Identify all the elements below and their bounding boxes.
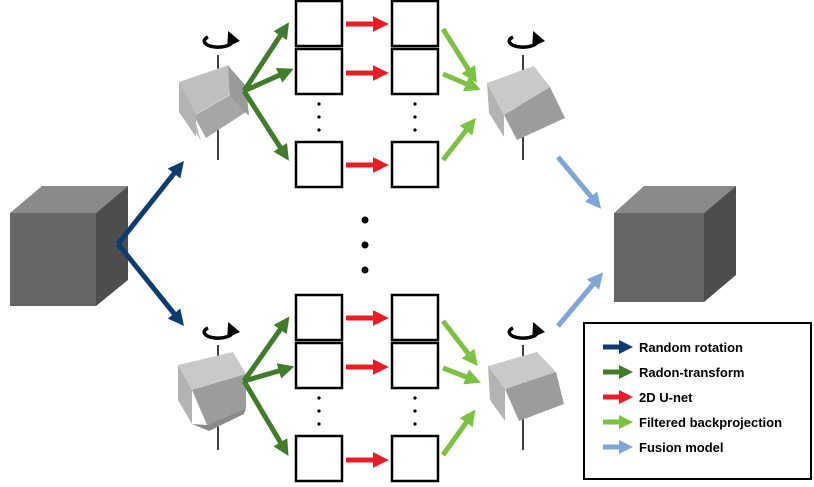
legend-label: Fusion model	[639, 439, 724, 455]
rotation-icon	[202, 30, 546, 340]
rotated-cube-bottom-right-icon	[488, 345, 564, 450]
radon-transform-arrow-icon	[603, 365, 633, 379]
legend-label: Radon-transform	[639, 364, 745, 380]
ellipsis-dots-icon	[317, 102, 417, 426]
rotated-cube-top-left-icon	[179, 55, 249, 160]
filtered-backprojection-arrows	[440, 27, 481, 457]
filtered-backprojection-arrow-icon	[603, 415, 633, 429]
fusion-model-arrow-icon	[603, 440, 633, 454]
legend-label: Filtered backprojection	[639, 414, 783, 430]
rotated-cube-top-right-icon	[487, 55, 565, 160]
random-rotation-arrows	[116, 160, 185, 326]
legend-label: Random rotation	[639, 339, 743, 355]
output-cube-icon	[614, 186, 736, 302]
random-rotation-arrow-icon	[603, 340, 633, 354]
legend-item-filtered-backprojection: Filtered backprojection	[601, 412, 782, 432]
fusion-model-arrows	[556, 155, 604, 328]
legend-item-radon-transform: Radon-transform	[601, 362, 744, 382]
radon-transform-arrows	[241, 22, 295, 457]
legend-label: 2D U-net	[639, 389, 693, 405]
projection-boxes	[294, 0, 440, 483]
legend-item-2d-unet: 2D U-net	[601, 387, 692, 407]
unet-arrows	[346, 15, 389, 469]
rotated-cube-bottom-left-icon	[178, 345, 246, 450]
input-cube-icon	[10, 186, 128, 306]
legend-item-random-rotation: Random rotation	[601, 337, 743, 357]
unet-arrow-icon	[603, 390, 633, 404]
legend: Random rotation Radon-transform 2D U-net…	[583, 322, 812, 480]
legend-item-fusion-model: Fusion model	[601, 437, 724, 457]
